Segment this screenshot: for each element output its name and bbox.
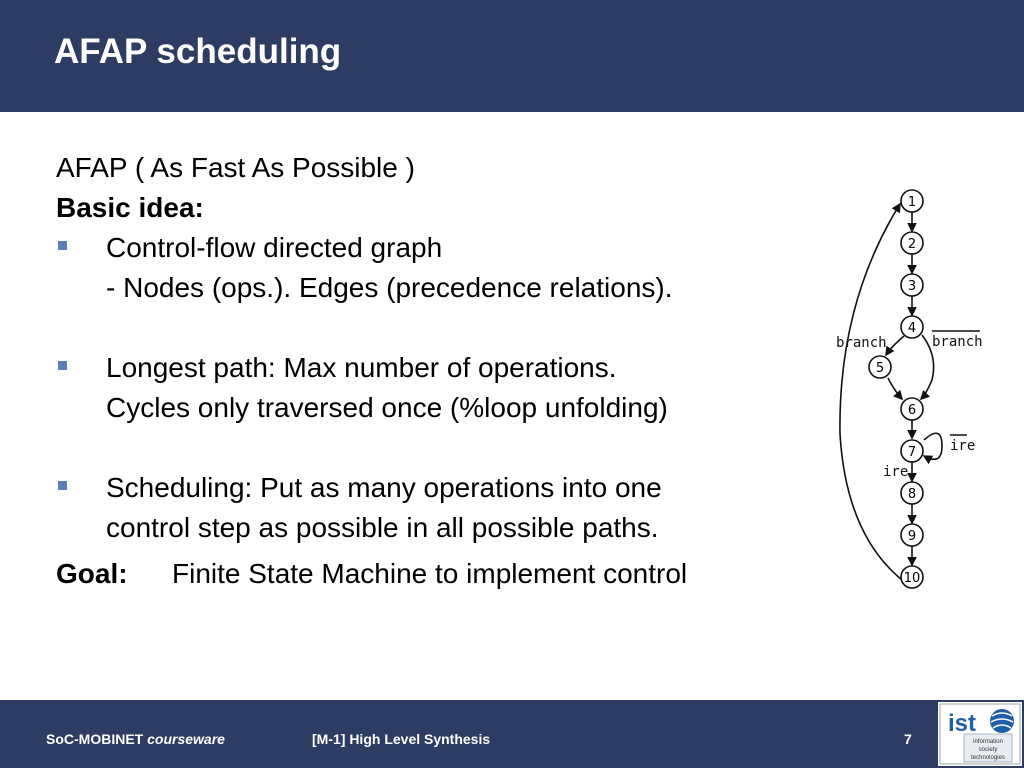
graph-node-label: 8 <box>908 487 916 502</box>
graph-node-3 <box>900 273 924 297</box>
afap-definition: AFAP ( As Fast As Possible ) <box>56 152 415 183</box>
goal-line: Goal: Finite State Machine to implement c… <box>56 554 826 594</box>
footer-bar <box>0 700 1024 768</box>
bullet-line: control step as possible in all possible… <box>106 512 659 543</box>
graph-node-10 <box>900 565 924 589</box>
basic-idea-label: Basic idea: <box>56 192 204 223</box>
footer-courseware: courseware <box>147 731 225 747</box>
slide-title: AFAP scheduling <box>54 32 342 71</box>
graph-node-label: 1 <box>908 195 916 210</box>
graph-node-9 <box>900 523 924 547</box>
footer-brand: SoC-MOBINET courseware <box>46 731 225 747</box>
graph-node-1 <box>900 189 924 213</box>
ist-logo: ist information society technologies <box>938 702 1022 766</box>
ire-bar-label: ire <box>950 438 975 454</box>
graph-node-5 <box>868 355 892 379</box>
graph-node-7 <box>900 439 924 463</box>
logo-name: ist <box>948 710 976 737</box>
graph-node-label: 9 <box>908 529 916 544</box>
goal-label: Goal: <box>56 558 128 589</box>
graph-node-4 <box>900 315 924 339</box>
graph-node-label: 7 <box>908 445 916 460</box>
page-number: 7 <box>904 731 912 747</box>
graph-node-label: 2 <box>908 237 916 252</box>
bullet-line: Control-flow directed graph <box>106 232 443 263</box>
bullet-line: - Nodes (ops.). Edges (precedence relati… <box>106 272 673 303</box>
graph-node-2 <box>900 231 924 255</box>
bullet-line: Longest path: Max number of operations. <box>106 352 617 383</box>
graph-node-8 <box>900 481 924 505</box>
footer-brand-name: SoC-MOBINET <box>46 731 144 747</box>
graph-node-label: 6 <box>908 403 916 418</box>
graph-node-label: 5 <box>876 361 884 376</box>
bullet-item-scheduling: Scheduling: Put as many operations into … <box>56 468 826 548</box>
bullet-line: Cycles only traversed once (%loop unfold… <box>106 392 668 423</box>
slide-content: AFAP ( As Fast As Possible ) Basic idea:… <box>56 148 826 594</box>
goal-text: Finite State Machine to implement contro… <box>172 558 688 589</box>
bullet-square-icon <box>58 481 67 490</box>
bullet-square-icon <box>58 361 67 370</box>
graph-node-label: 3 <box>908 279 916 294</box>
footer-module: [M-1] High Level Synthesis <box>312 731 491 747</box>
ire-label: ire <box>883 464 908 480</box>
logo-line: society <box>979 747 998 753</box>
graph-node-label: 10 <box>904 571 921 586</box>
branch-bar-label: branch <box>932 334 983 350</box>
branch-label: branch <box>836 335 887 351</box>
logo-line: information <box>973 739 1003 745</box>
bullet-item-control-flow: Control-flow directed graph - Nodes (ops… <box>56 228 826 308</box>
header-bar: AFAP scheduling <box>0 0 1024 112</box>
bullet-line: Scheduling: Put as many operations into … <box>106 472 662 503</box>
bullet-square-icon <box>58 241 67 250</box>
control-flow-graph: 1 2 3 4 5 6 7 8 9 10 branch branch ire ire <box>836 189 983 589</box>
bullet-item-longest-path: Longest path: Max number of operations. … <box>56 348 826 428</box>
graph-node-label: 4 <box>908 321 916 336</box>
graph-node-6 <box>900 397 924 421</box>
logo-line: technologies <box>971 755 1005 761</box>
